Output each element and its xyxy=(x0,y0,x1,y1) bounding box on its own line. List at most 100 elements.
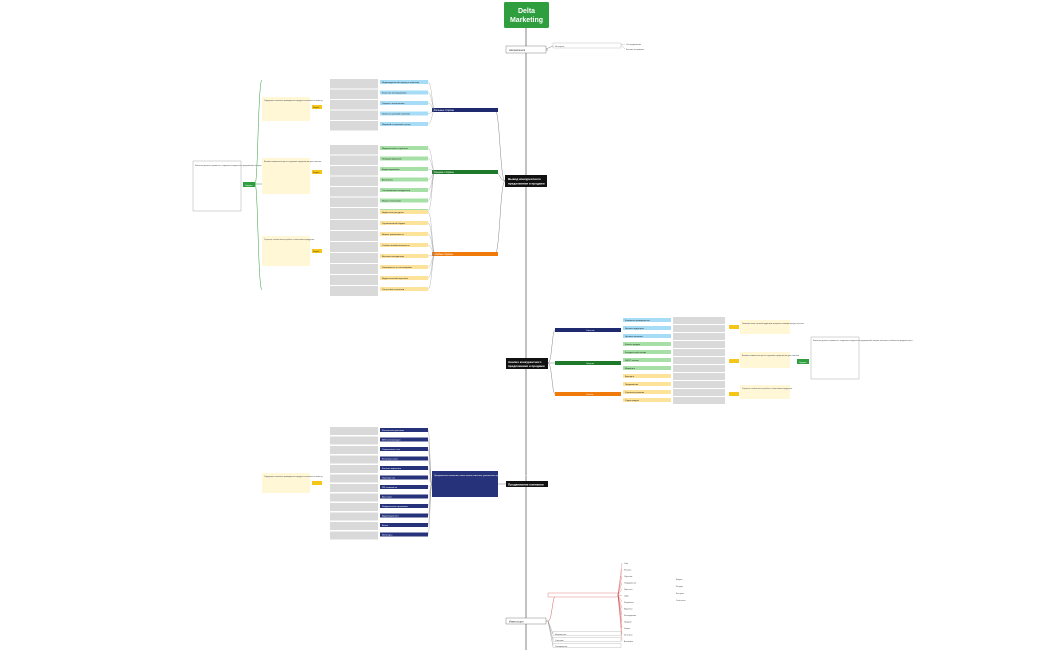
invest-leaf-line xyxy=(617,582,623,596)
promo-goal: Определить ключевые преимущества продукт… xyxy=(262,473,323,493)
promo-item-label: Контекстная реклама xyxy=(382,430,405,432)
item-label: Гибкость ценовой политики xyxy=(382,113,411,116)
branch-c[interactable]: Продвижение компании Продвижение компани… xyxy=(432,471,584,497)
right-desc-box xyxy=(673,365,725,372)
right-desc-box xyxy=(673,325,725,332)
item-label: Высокая конкуренция xyxy=(382,256,405,258)
item-tag[interactable] xyxy=(380,254,428,258)
invest-item-label: Оборудование xyxy=(624,583,636,585)
right-item-label: Целевая аудитория xyxy=(625,328,644,330)
item-tag[interactable] xyxy=(380,188,428,192)
invest-leaf-line xyxy=(617,594,623,603)
item-tag[interactable] xyxy=(380,177,428,182)
branch-b[interactable]: Анализ конкурентного предложения и прода… xyxy=(506,329,556,395)
item-label: Зависимость от поставщиков xyxy=(382,267,413,269)
item-tag[interactable] xyxy=(380,101,428,105)
item-connector xyxy=(427,253,436,257)
right-item-tag[interactable] xyxy=(623,382,671,386)
top-leaf-2: Контекстная реклама xyxy=(626,49,644,51)
right-item-tag[interactable] xyxy=(623,334,671,338)
item-tag[interactable] xyxy=(380,111,428,116)
item-tag[interactable] xyxy=(380,210,428,214)
invest-item-label: Персонал xyxy=(624,589,632,591)
right-goal[interactable]: Задача Компания должна стремиться к созд… xyxy=(729,320,913,399)
top-branch[interactable]: Направления Интернет Сео продвижение Кон… xyxy=(505,42,644,54)
item-label: Индивидуальный подход к клиентам xyxy=(382,81,420,84)
item-tag[interactable] xyxy=(380,276,428,280)
item-tag[interactable] xyxy=(380,243,428,247)
right-desc-box xyxy=(673,373,725,380)
item-connector xyxy=(427,171,436,212)
cluster-note-2-text: Выявить возможности роста и улучшить пре… xyxy=(264,161,322,163)
promo-item-tag[interactable] xyxy=(380,456,428,461)
promo-connector xyxy=(427,477,433,485)
right-item-tag[interactable] xyxy=(623,350,671,354)
top-branch-label: Направления xyxy=(509,48,526,52)
promo-item-tag[interactable] xyxy=(380,485,428,489)
right-item-tag[interactable] xyxy=(623,398,671,402)
group-head-orange xyxy=(432,252,498,256)
promo-item-tag[interactable] xyxy=(380,475,428,480)
invest-sub-node[interactable] xyxy=(552,631,622,636)
promo-item-tag[interactable] xyxy=(380,513,428,518)
right-item-tag[interactable] xyxy=(623,326,671,330)
item-tag[interactable] xyxy=(380,221,428,225)
invest-sub-node[interactable] xyxy=(552,637,622,642)
invest-leaf-line xyxy=(617,594,623,616)
item-desc-box xyxy=(330,231,378,241)
item-label: Отслеживание конкурентов xyxy=(382,190,411,192)
right-item-tag[interactable] xyxy=(623,390,671,394)
right-item-label: Ценовая политика xyxy=(625,336,644,338)
branch-d[interactable]: Инвестиции xyxy=(505,617,548,625)
item-tag[interactable] xyxy=(380,198,428,203)
promo-item-tag[interactable] xyxy=(380,504,428,508)
invest-item-label: Офис xyxy=(624,595,629,598)
item-label: Скорость выполнения xyxy=(382,103,405,105)
promo-item-tag[interactable] xyxy=(380,437,428,442)
invest-leaf-line xyxy=(617,594,623,609)
group-head-navy-label: Сильные стороны xyxy=(434,109,454,112)
right-desc-box xyxy=(673,333,725,340)
right-desc-box xyxy=(673,397,725,404)
right-desc-box xyxy=(673,317,725,324)
item-tag[interactable] xyxy=(380,122,428,126)
item-connector xyxy=(427,211,436,255)
item-tag[interactable] xyxy=(380,156,428,161)
promo-item-tag[interactable] xyxy=(380,466,428,470)
item-tag[interactable] xyxy=(380,167,428,171)
right-note-2: Выявить возможности роста и улучшить пре… xyxy=(742,355,800,357)
right-item-tag[interactable] xyxy=(623,366,671,370)
promo-item-tag[interactable] xyxy=(380,532,428,537)
promo-desc-box xyxy=(330,522,378,530)
promo-item-label: Видеомаркетинг xyxy=(382,516,399,518)
promo-item-tag[interactable] xyxy=(380,494,428,499)
promo-item-tag[interactable] xyxy=(380,523,428,527)
right-note-3: Устранить слабые места в работе с клиент… xyxy=(742,388,793,390)
right-item-tag[interactable] xyxy=(623,374,671,378)
root-node[interactable]: Delta Marketing xyxy=(504,2,549,28)
branch-a[interactable]: Вывод конкурентного предложения и продаж… xyxy=(494,109,547,255)
right-item-label: Конкурентный анализ xyxy=(625,351,646,354)
invest-sub-box[interactable] xyxy=(547,592,619,598)
right-item-tag[interactable] xyxy=(623,318,671,322)
invest-sub-line xyxy=(547,620,554,635)
item-tag[interactable] xyxy=(380,90,428,95)
promo-desc-box xyxy=(330,436,378,445)
item-tag[interactable] xyxy=(380,80,428,84)
promo-item-tag[interactable] xyxy=(380,428,428,432)
invest-sub-node[interactable] xyxy=(552,643,622,648)
item-tag[interactable] xyxy=(380,265,428,269)
item-tag[interactable] xyxy=(380,146,428,150)
invest-item-label: Аналитика xyxy=(624,640,633,643)
right-item-tag[interactable] xyxy=(623,342,671,346)
promo-item-label: Блоги xyxy=(382,525,389,527)
left-goal[interactable]: Задача Компания должна стремиться к созд… xyxy=(192,79,290,291)
item-desc-box xyxy=(330,197,378,207)
item-connector xyxy=(427,102,436,111)
promo-item-tag[interactable] xyxy=(380,447,428,451)
right-item-tag[interactable] xyxy=(623,358,671,362)
item-tag[interactable] xyxy=(380,232,428,236)
top-leaf-1: Сео продвижение xyxy=(626,44,641,46)
item-tag[interactable] xyxy=(380,287,428,291)
